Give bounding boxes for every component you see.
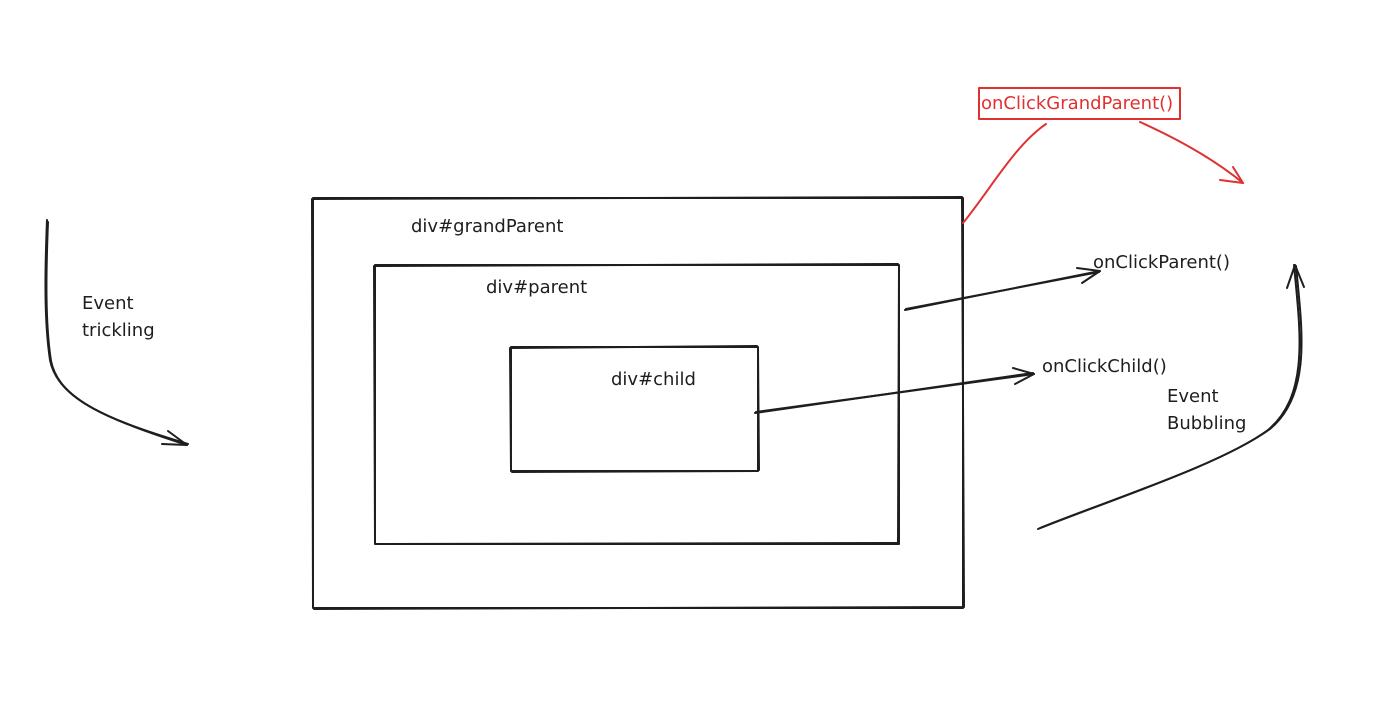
trickling-label: Event trickling — [82, 290, 155, 344]
grandparent-handler-label: onClickGrandParent() — [981, 93, 1174, 114]
grandparent-label: div#grandParent — [411, 216, 564, 237]
bubbling-label-line1: Event — [1167, 386, 1219, 407]
child-handler-arrow — [754, 367, 1035, 414]
grandparent-box — [311, 196, 965, 610]
parent-handler-label: onClickParent() — [1093, 252, 1230, 273]
grandparent-handler-box — [978, 87, 1181, 120]
trickling-label-line1: Event — [82, 293, 134, 314]
bubbling-label-line2: Bubbling — [1167, 413, 1247, 434]
child-box — [509, 345, 760, 473]
child-handler-label: onClickChild() — [1042, 356, 1167, 377]
parent-label: div#parent — [486, 277, 588, 298]
child-label: div#child — [611, 369, 696, 390]
parent-box — [373, 263, 900, 545]
parent-handler-arrow — [904, 267, 1101, 311]
bubbling-arrow — [1037, 264, 1305, 530]
bubbling-label: Event Bubbling — [1167, 383, 1246, 437]
trickling-arrow — [44, 219, 189, 446]
trickling-label-line2: trickling — [82, 320, 155, 341]
grandparent-handler-arrow — [962, 121, 1244, 224]
